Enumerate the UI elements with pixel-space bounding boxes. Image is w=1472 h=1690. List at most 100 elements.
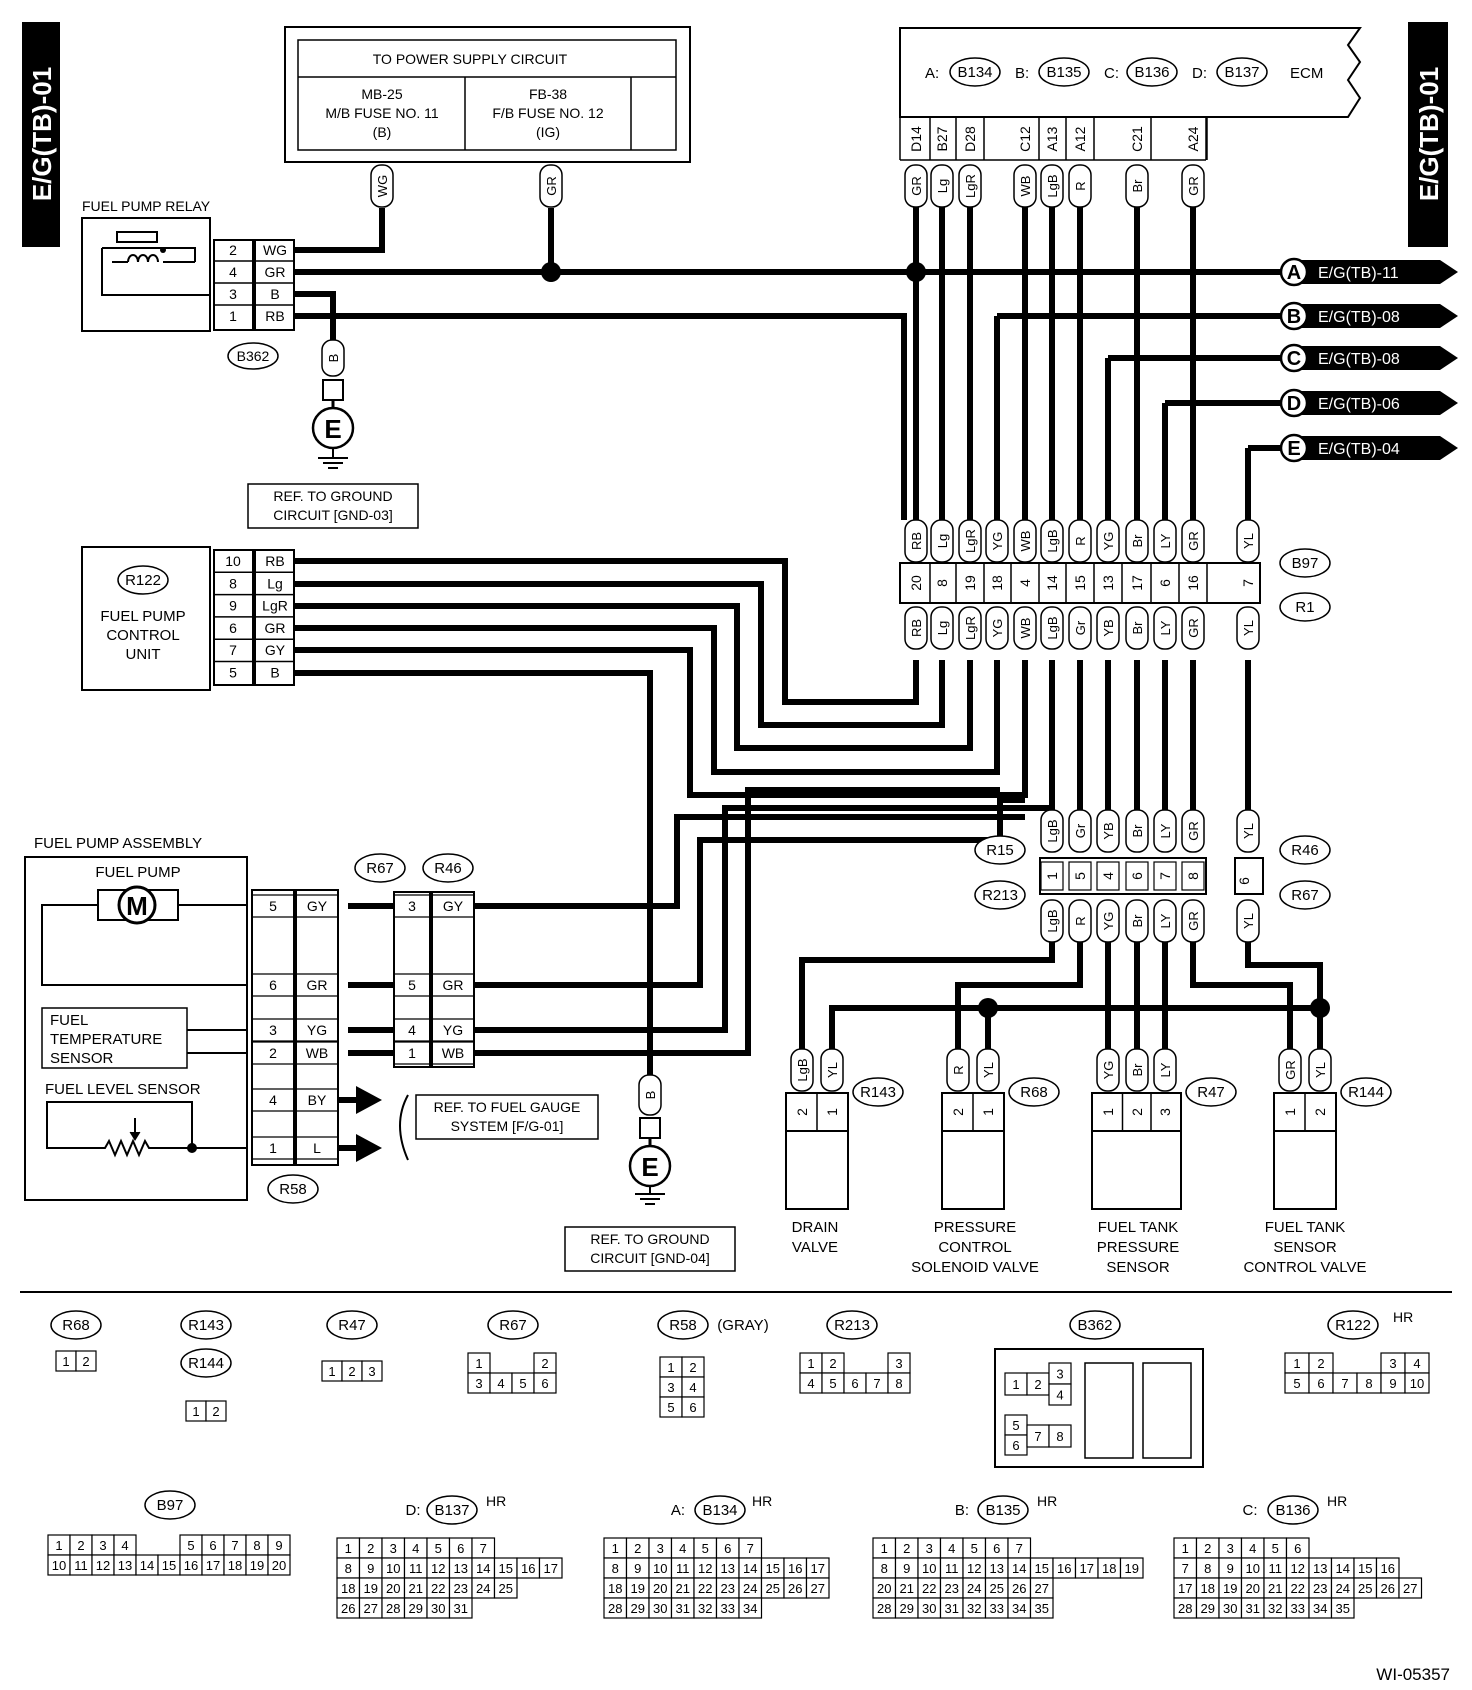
b97-top-color-tag [1013,519,1037,563]
assembly-wire-color: YG [307,1022,327,1038]
b97-top-color-tag [1040,519,1064,563]
legend-b135-grid-cell [1119,1557,1144,1579]
legend-b134-grid-pin: 10 [653,1561,667,1576]
b97-bottom-color-tag [930,606,954,650]
component-name: VALVE [792,1239,838,1256]
legend-b135-grid-pin: 1 [881,1541,888,1556]
legend-b135-grid-pin: 33 [990,1601,1004,1616]
legend-b136-grid-pin: 9 [1227,1561,1234,1576]
legend-b136-grid-pin: 33 [1291,1601,1305,1616]
legend-b97-grid-pin: 12 [96,1558,110,1573]
component-name: FUEL TANK [1265,1219,1346,1236]
r15-bottom-color: R [1073,916,1088,925]
legend-r144-grid-pin: 2 [212,1404,219,1419]
svg-text:YL: YL [1241,823,1256,839]
legend-r213-grid-pin: 2 [829,1356,836,1371]
side-tab-left: E/G(TB)-01 [22,22,60,247]
legend-b137-grid-pin: 25 [499,1581,513,1596]
legend-b137-grid-pin: 11 [409,1561,423,1576]
r46-connector: R46 R67 YL 6 YL [1234,809,1331,943]
legend-r213-grid-pin: 3 [895,1356,902,1371]
svg-text:B: B [326,354,341,363]
ecm-wire-color: GR [1186,176,1201,196]
legend-b137-grid-pin: 20 [386,1581,400,1596]
legend-r122-grid-pin: 4 [1413,1356,1420,1371]
svg-text:R67: R67 [1291,887,1319,904]
r15-bottom-color: LY [1158,913,1173,928]
svg-text:R46: R46 [1291,842,1319,859]
legend-b97-grid-pin: 15 [162,1558,176,1573]
b97-connector: B97 R1 [899,548,1331,622]
legend-b137-grid-pin: 19 [364,1581,378,1596]
legend-r122-grid-pin: 1 [1293,1356,1300,1371]
b97-bottom-color: Gr [1073,620,1088,635]
ref-letter-D: D [1287,393,1301,415]
legend-b134-grid-pin: 7 [747,1541,754,1556]
legend-b135-grid-pin: 19 [1125,1561,1139,1576]
legend-b97-grid-pin: 5 [187,1538,194,1553]
svg-text:WG: WG [375,175,390,197]
r67-wire-color: GY [443,898,464,914]
legend-b362-block [1084,1362,1134,1459]
r15-top-color: Gr [1073,823,1088,838]
ref-arrow-body [1296,346,1458,370]
legend-b134-grid-pin: 23 [721,1581,735,1596]
r15-pin-cell [1181,861,1205,891]
legend-r47-grid-pin: 2 [348,1364,355,1379]
legend-c-letter: C: [1243,1502,1258,1519]
relay-pin-1: 1 [229,308,237,324]
legend-b134-grid-pin: 15 [766,1561,780,1576]
legend-b136-grid-pin: 6 [1294,1541,1301,1556]
component-wire-color: LY [1158,1062,1173,1077]
legend-b97-grid-pin: 8 [253,1538,260,1553]
legend-b136-grid-cell [1398,1577,1423,1599]
fuel-pump-relay: FUEL PUMP RELAY B362 [81,198,295,370]
ref-letter-C: C [1287,348,1301,370]
b97-bottom-color: RB [909,619,924,637]
legend-b136-grid-pin: 11 [1269,1561,1283,1576]
ref-arrow-circle [1279,343,1309,373]
r15-bottom-color-tag [1096,899,1120,943]
component-pin-1: 1 [1100,1108,1116,1116]
legend-r144-grid-cell [205,1400,227,1422]
r15-bottom-color-tag [1153,899,1177,943]
r15-bottom-color: Br [1130,914,1145,928]
fuel-pump-control-unit: R122 FUEL PUMP CONTROL UNIT [81,546,295,691]
component-pin-1: 1 [1282,1108,1298,1116]
legend-b97-grid-pin: 16 [184,1558,198,1573]
component-conn-R68: R68 [1020,1084,1048,1101]
svg-text:M/B FUSE NO. 11: M/B FUSE NO. 11 [325,105,439,121]
svg-text:MB-25: MB-25 [361,86,402,102]
svg-text:FUEL: FUEL [50,1012,88,1029]
b97-bottom-color-tag [1068,606,1092,650]
component-wire-color-tag [1096,1048,1120,1092]
r15-bottom-color-tag [1068,899,1092,943]
legend-r58-grid-pin: 3 [667,1380,674,1395]
legend-b137-grid-pin: 31 [454,1601,468,1616]
legend-b137-grid-pin: 22 [431,1581,445,1596]
component-name: PRESSURE [934,1219,1017,1236]
component-connector [1091,1092,1182,1132]
svg-text:R213: R213 [982,887,1018,904]
svg-text:E: E [641,1152,658,1182]
legend-r122-grid-pin: 2 [1317,1356,1324,1371]
svg-text:E/G(TB)-01: E/G(TB)-01 [1414,67,1444,201]
legend-b134-grid-pin: 5 [702,1541,709,1556]
legend-b135-grid-pin: 5 [971,1541,978,1556]
component-pin-2: 2 [794,1108,810,1116]
r15-bottom-color-tag [1181,899,1205,943]
component-pin-1: 1 [824,1108,840,1116]
b97-top-color-tag [1153,519,1177,563]
legend-r47: R47 [338,1317,366,1334]
legend-r213-grid-pin: 7 [873,1376,880,1391]
b97-bottom-color: LgR [963,616,978,640]
ecm-pin-A13: A13 [1044,126,1060,151]
legend-b97-grid-pin: 1 [55,1538,62,1553]
legend-b137-oval [426,1495,478,1525]
r67-pin-3: 3 [408,898,416,914]
legend-b97-grid-pin: 17 [206,1558,220,1573]
legend-b135-grid-pin: 11 [945,1561,959,1576]
legend-b135-grid-pin: 16 [1057,1561,1071,1576]
r15-bottom-color: YG [1101,912,1116,931]
svg-text:E: E [324,414,341,444]
